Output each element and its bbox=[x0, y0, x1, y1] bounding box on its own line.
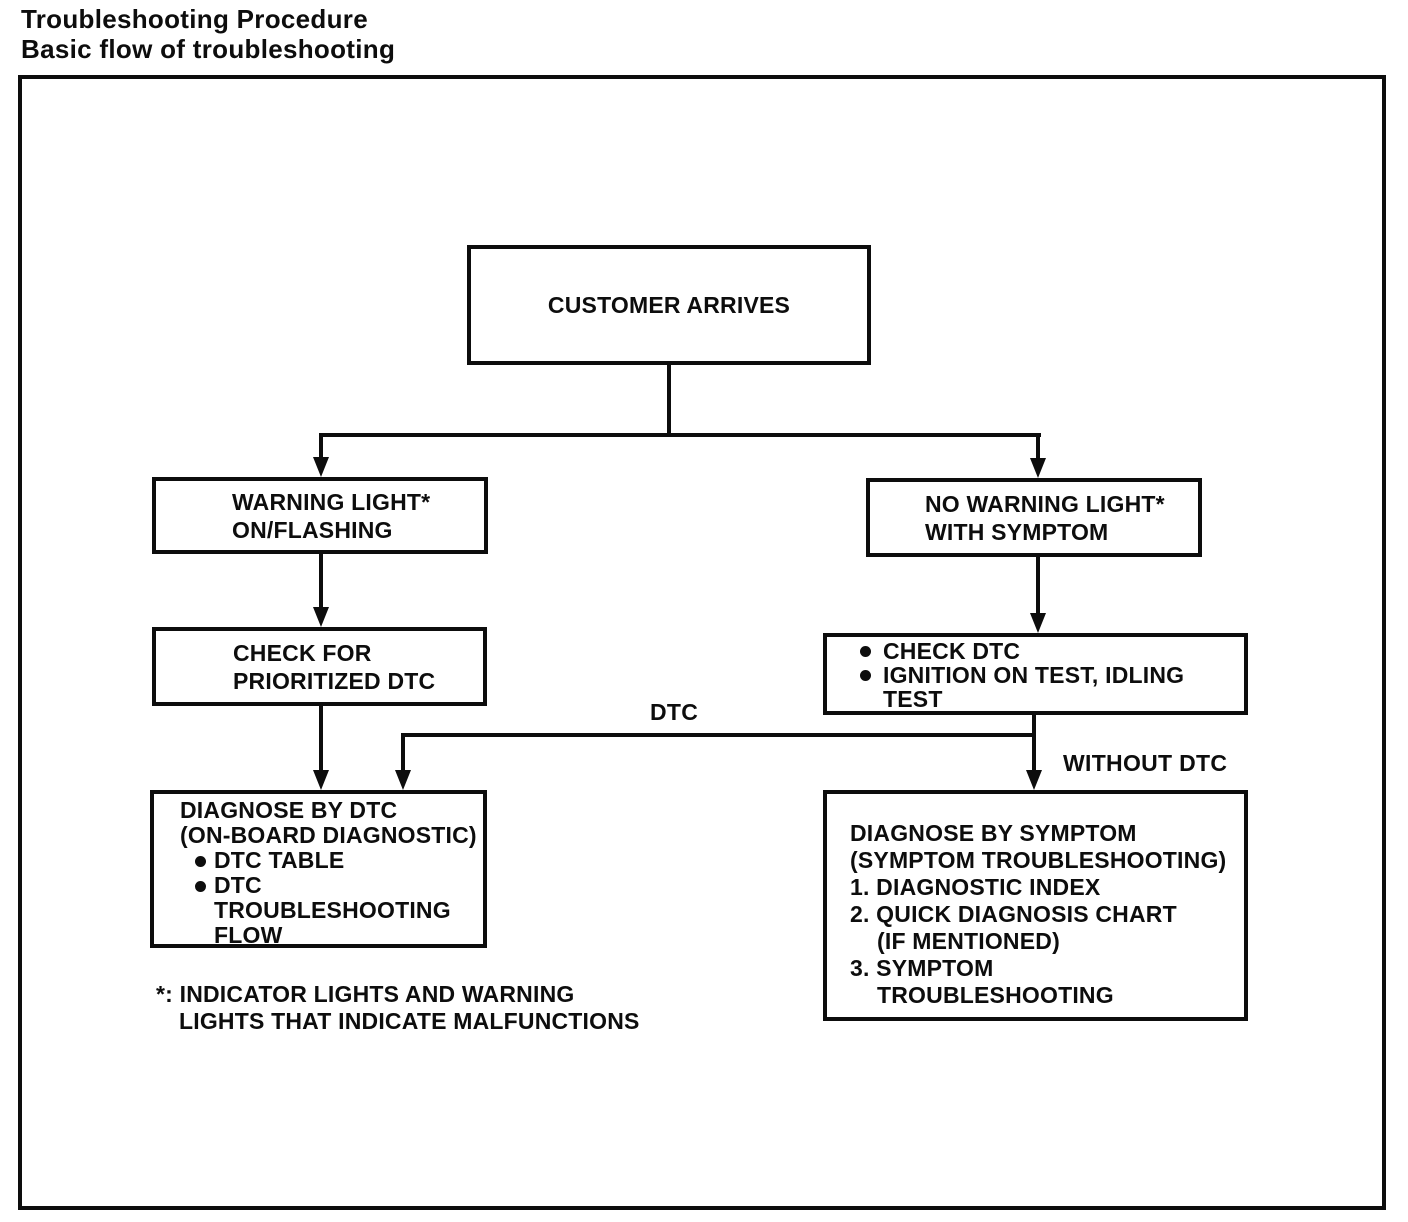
diagnose-by-dtc-bullet-2-label: DTC TROUBLESHOOTING FLOW bbox=[214, 873, 451, 948]
footnote-line2: LIGHTS THAT INDICATE MALFUNCTIONS bbox=[179, 1008, 640, 1034]
diagnose-by-symptom-item-1: 1. DIAGNOSTIC INDEX bbox=[850, 874, 1101, 900]
check-dtc-bullet-2-line1: IGNITION ON TEST, IDLING bbox=[883, 662, 1185, 688]
check-dtc-bullet-1: CHECK DTC bbox=[860, 639, 1236, 663]
diagnose-by-dtc-subtitle: (ON-BOARD DIAGNOSTIC) bbox=[180, 822, 477, 848]
edge-customer-drop-vline bbox=[667, 365, 671, 437]
edge-nowarning-to-checkdtc-vline bbox=[1036, 556, 1040, 615]
arrow-down-to-diagsym-icon bbox=[1026, 770, 1042, 790]
page-title-line2: Basic flow of troubleshooting bbox=[21, 34, 396, 64]
edge-checkprio-to-diagdtc-vline bbox=[319, 705, 323, 771]
node-customer-arrives-label: CUSTOMER ARRIVES bbox=[547, 291, 791, 318]
node-no-warning-light: NO WARNING LIGHT* WITH SYMPTOM bbox=[866, 478, 1202, 557]
diagnose-by-dtc-bullet-2-line3: FLOW bbox=[214, 922, 283, 948]
diagnose-by-dtc-bullet-2-line1: DTC bbox=[214, 872, 262, 898]
bullet-icon bbox=[195, 881, 206, 892]
node-diagnose-by-dtc: DIAGNOSE BY DTC (ON-BOARD DIAGNOSTIC) DT… bbox=[150, 790, 487, 948]
edge-warning-to-checkprio-vline bbox=[319, 553, 323, 609]
page-title: Troubleshooting Procedure Basic flow of … bbox=[21, 4, 395, 64]
page-title-line1: Troubleshooting Procedure bbox=[21, 4, 368, 34]
diagnose-by-dtc-bullet-2-line2: TROUBLESHOOTING bbox=[214, 897, 451, 923]
edge-dtc-branch-hline bbox=[401, 733, 1036, 737]
diagnose-by-dtc-title: DIAGNOSE BY DTC bbox=[180, 797, 398, 823]
arrow-down-dtc-branch-icon bbox=[395, 770, 411, 790]
diagnose-by-dtc-bullet-1: DTC TABLE bbox=[195, 848, 477, 873]
diagnose-by-dtc-bullet-2: DTC TROUBLESHOOTING FLOW bbox=[195, 873, 477, 948]
node-no-warning-light-line1: NO WARNING LIGHT* bbox=[925, 490, 1165, 517]
edge-checkdtc-drop-vline bbox=[1032, 714, 1036, 772]
check-dtc-bullet-2: IGNITION ON TEST, IDLING TEST bbox=[860, 663, 1236, 711]
footnote: *: INDICATOR LIGHTS AND WARNING LIGHTS T… bbox=[156, 981, 640, 1035]
edge-label-without-dtc: WITHOUT DTC bbox=[1063, 750, 1228, 776]
node-no-warning-light-line2: WITH SYMPTOM bbox=[925, 518, 1109, 545]
node-warning-light-line1: WARNING LIGHT* bbox=[232, 488, 431, 515]
node-check-prioritized-dtc-line1: CHECK FOR bbox=[233, 639, 372, 666]
diagnose-by-symptom-item-2-line2: (IF MENTIONED) bbox=[877, 928, 1060, 954]
arrow-down-to-diagdtc-icon bbox=[313, 770, 329, 790]
arrow-down-to-checkdtc-icon bbox=[1030, 613, 1046, 633]
diagnose-by-dtc-bullet-1-label: DTC TABLE bbox=[214, 847, 345, 873]
check-dtc-bullet-2-label: IGNITION ON TEST, IDLING TEST bbox=[883, 663, 1184, 711]
diagnose-by-symptom-item-2-line1: 2. QUICK DIAGNOSIS CHART bbox=[850, 901, 1177, 927]
node-diagnose-by-symptom: DIAGNOSE BY SYMPTOM (SYMPTOM TROUBLESHOO… bbox=[823, 790, 1248, 1021]
edge-branch-hline bbox=[319, 433, 1041, 437]
bullet-icon bbox=[195, 856, 206, 867]
diagnose-by-symptom-item-3-line1: 3. SYMPTOM bbox=[850, 955, 994, 981]
node-check-prioritized-dtc-line2: PRIORITIZED DTC bbox=[233, 667, 436, 694]
edge-to-no-warning-vline bbox=[1036, 437, 1040, 460]
bullet-icon bbox=[860, 670, 871, 681]
edge-dtc-branch-vline bbox=[401, 733, 405, 772]
arrow-down-to-warning-icon bbox=[313, 457, 329, 477]
check-dtc-bullet-2-line2: TEST bbox=[883, 686, 943, 712]
node-check-prioritized-dtc: CHECK FOR PRIORITIZED DTC bbox=[152, 627, 487, 706]
diagnose-by-symptom-title: DIAGNOSE BY SYMPTOM bbox=[850, 820, 1137, 846]
diagnose-by-symptom-subtitle: (SYMPTOM TROUBLESHOOTING) bbox=[850, 847, 1227, 873]
bullet-icon bbox=[860, 646, 871, 657]
edge-label-dtc: DTC bbox=[650, 699, 699, 725]
arrow-down-to-no-warning-icon bbox=[1030, 458, 1046, 478]
node-warning-light-line2: ON/FLASHING bbox=[232, 516, 393, 543]
node-warning-light: WARNING LIGHT* ON/FLASHING bbox=[152, 477, 488, 554]
diagnose-by-symptom-item-3-line2: TROUBLESHOOTING bbox=[877, 982, 1114, 1008]
node-check-dtc: CHECK DTC IGNITION ON TEST, IDLING TEST bbox=[823, 633, 1248, 715]
arrow-down-to-checkprio-icon bbox=[313, 607, 329, 627]
edge-to-warning-vline bbox=[319, 437, 323, 459]
footnote-line1: *: INDICATOR LIGHTS AND WARNING bbox=[156, 981, 575, 1007]
node-customer-arrives: CUSTOMER ARRIVES bbox=[467, 245, 871, 365]
check-dtc-bullet-1-label: CHECK DTC bbox=[883, 638, 1021, 664]
